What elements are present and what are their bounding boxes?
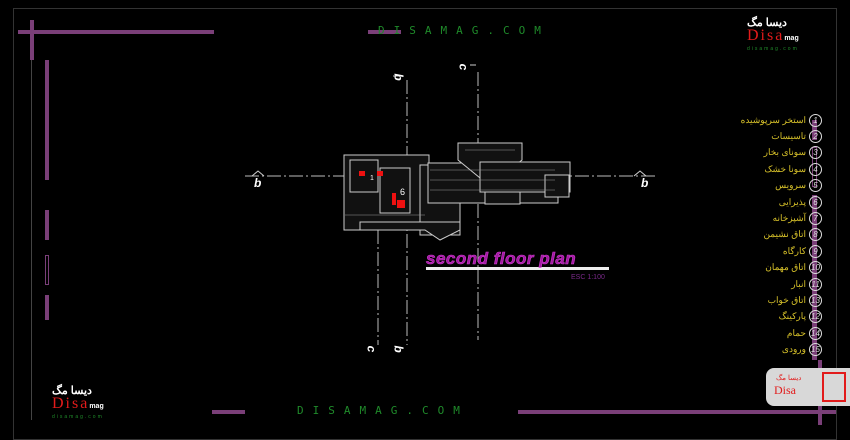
legend-number: 4 <box>809 162 822 176</box>
logo-bottom-left: دیسا مگ Disamag disamag.com <box>52 384 132 420</box>
section-mark-b-right: b <box>641 176 649 190</box>
frame-bar-top-right <box>368 30 401 34</box>
logo-sub: mag <box>784 35 799 42</box>
legend-number: 6 <box>809 195 822 209</box>
frame-bar-right-1 <box>812 120 817 140</box>
logo-fa: دیسا مگ <box>52 385 92 397</box>
legend-number: 14 <box>809 326 822 340</box>
marker-b-right <box>633 170 647 177</box>
badge-fa: دیسا مگ <box>776 375 802 382</box>
legend-number: 7 <box>809 212 822 226</box>
lower-wall <box>359 221 461 241</box>
logo-url: disamag.com <box>52 414 104 420</box>
legend-number: 12 <box>809 310 822 324</box>
frame-bar-left-3 <box>45 255 49 285</box>
section-mark-b-bottom: b <box>391 345 406 353</box>
furniture-red <box>359 171 405 208</box>
disa-logo-icon <box>822 372 846 402</box>
frame-bar-left-4 <box>45 295 49 320</box>
badge-en: Disa <box>774 383 796 397</box>
legend-number: 15 <box>809 343 822 357</box>
section-mark-b-top: b <box>391 73 406 81</box>
frame-bar-bottom-left <box>212 410 245 414</box>
legend-number: 3 <box>809 146 822 160</box>
section-mark-c-top: c <box>456 63 471 71</box>
room-6 <box>379 167 411 214</box>
frame-bar-right-3 <box>812 195 817 360</box>
site-text-bottom: DISAMAG.COM <box>297 404 469 417</box>
legend-number: 11 <box>809 277 822 291</box>
floor-plan-drawing <box>245 64 655 345</box>
logo-en: Disa <box>52 395 90 412</box>
title-underline <box>426 267 609 270</box>
legend-number: 8 <box>809 228 822 242</box>
frame-bar-top-left <box>18 30 214 34</box>
legend-number: 13 <box>809 293 822 307</box>
legend-number: 5 <box>809 179 822 193</box>
watermark-badge: دیسا مگ Disa <box>766 368 850 406</box>
logo-url: disamag.com <box>747 46 799 52</box>
frame-left-line <box>31 60 32 420</box>
legend-number: 10 <box>809 261 822 275</box>
frame-bar-bottom-right <box>518 410 836 414</box>
end-block <box>544 174 570 198</box>
frame-cross-vertical-left <box>30 20 34 60</box>
site-text-top: DISAMAG.COM <box>378 24 550 37</box>
legend-number: 9 <box>809 244 822 258</box>
section-mark-b-left: b <box>254 176 262 190</box>
logo-sub: mag <box>89 403 104 410</box>
plan-hatching <box>345 149 555 216</box>
plan-outline <box>343 142 571 241</box>
frame-bar-left-2 <box>45 210 49 240</box>
drawing-scale: ESC 1:100 <box>571 274 605 281</box>
room-number-6: 6 <box>400 187 406 197</box>
drawing-title: second floor plan <box>426 249 577 269</box>
legend-number: 1 <box>809 113 822 127</box>
logo-top-right: دیسا مگ Disamag disamag.com <box>747 16 827 52</box>
logo-fa: دیسا مگ <box>747 17 787 29</box>
section-markers <box>251 64 647 177</box>
logo-en: Disa <box>747 27 785 44</box>
legend-number: 2 <box>809 130 822 144</box>
marker-b-left <box>251 170 265 177</box>
section-mark-c-bottom: c <box>364 345 379 353</box>
bay-right <box>484 191 521 205</box>
frame-bar-left-1 <box>45 60 49 180</box>
room-number-1: 1 <box>370 175 374 182</box>
